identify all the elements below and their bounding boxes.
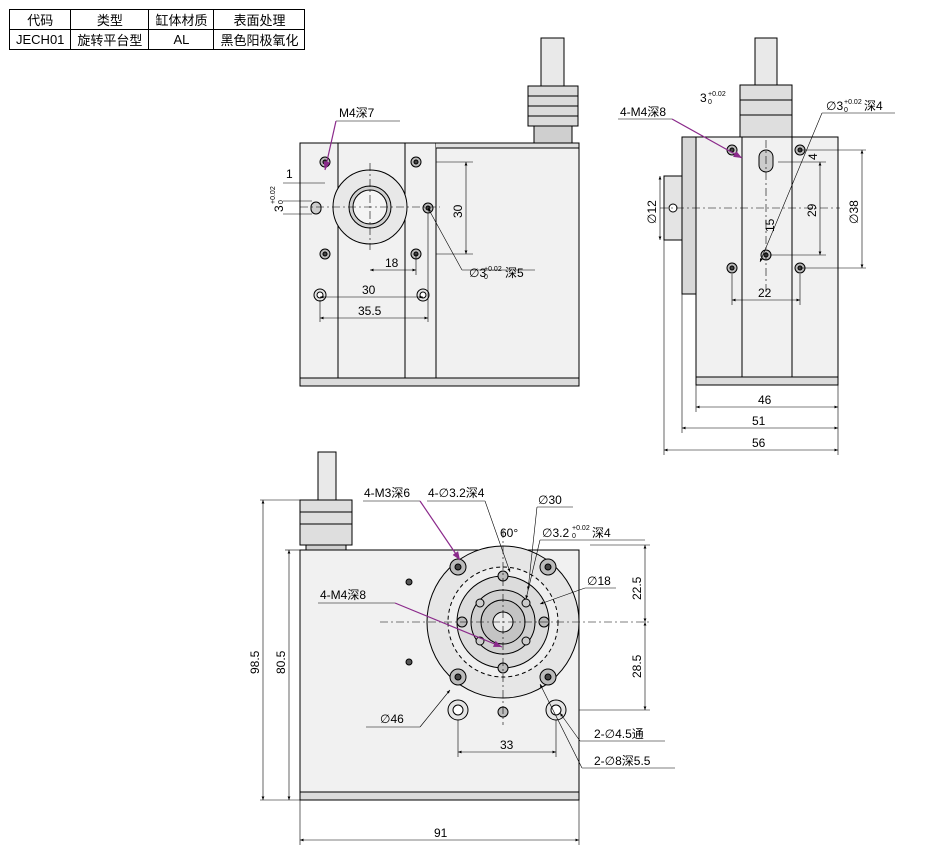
front-view-labels: M4深7 1 3 +0.02 0 30 18 ∅3 +0.02 0 深5 30 … — [270, 106, 524, 318]
cell-surface: 黑色阳极氧化 — [213, 29, 306, 50]
front-pin-hole-note: ∅3 — [469, 266, 486, 280]
front-pin-hole-tol-zero: 0 — [484, 274, 488, 281]
spec-table-row: JECH01 旋转平台型 AL 黑色阳极氧化 — [8, 29, 306, 50]
side-pin-top: 3 — [700, 91, 707, 105]
side-dim-29: 29 — [805, 203, 819, 217]
top-dim-91: 91 — [434, 826, 448, 840]
front-pin-hole-tol-plus: +0.02 — [484, 266, 502, 273]
top-cbore: 2-∅8深5.5 — [594, 754, 651, 768]
front-base-strip — [299, 377, 580, 387]
side-dim-51: 51 — [752, 414, 766, 428]
side-dim-dia12: ∅12 — [645, 200, 659, 224]
side-pin-right: ∅3 — [826, 99, 843, 113]
top-dim-80-5: 80.5 — [274, 650, 288, 674]
side-view — [618, 37, 895, 455]
side-pin-right-depth: 深4 — [864, 99, 883, 113]
top-dim-98-5: 98.5 — [248, 650, 262, 674]
top-through-hole: 2-∅4.5通 — [594, 727, 644, 741]
side-dim-46: 46 — [758, 393, 772, 407]
front-dim-30-horizontal: 30 — [362, 283, 376, 297]
svg-text:3: 3 — [272, 205, 286, 212]
front-pin-hole-depth: 深5 — [505, 266, 524, 280]
front-dim-35-5: 35.5 — [358, 304, 382, 318]
top-dia30: ∅30 — [538, 493, 562, 507]
side-m4-note: 4-M4深8 — [620, 105, 666, 119]
side-view-labels: 4-M4深8 3 +0.02 0 ∅3 +0.02 0 深4 ∅12 15 29… — [620, 91, 883, 450]
front-dim-30-vertical: 30 — [451, 204, 465, 218]
front-dim-1: 1 — [286, 167, 293, 181]
top-m3-note: 4-M3深6 — [364, 486, 410, 500]
side-flange — [681, 136, 697, 295]
top-dim-33: 33 — [500, 738, 514, 752]
side-dim-4: 4 — [806, 153, 820, 160]
side-dim-22: 22 — [758, 286, 772, 300]
top-dim-28-5: 28.5 — [630, 654, 644, 678]
top-pin32-depth: 深4 — [592, 526, 611, 540]
top-dim-22-5: 22.5 — [630, 576, 644, 600]
top-angle60: 60° — [500, 526, 518, 540]
top-pin32-tol-plus: +0.02 — [572, 525, 590, 532]
top-m4-note: 4-M4深8 — [320, 588, 366, 602]
top-dia46: ∅46 — [380, 712, 404, 726]
side-pin-right-zero: 0 — [844, 107, 848, 114]
side-cable — [754, 37, 778, 86]
front-dim-18: 18 — [385, 256, 399, 270]
side-dim-56: 56 — [752, 436, 766, 450]
front-pin-label: 3 +0.02 0 — [270, 186, 286, 212]
side-pin-top-zero: 0 — [708, 99, 712, 106]
top-view — [260, 451, 675, 845]
top-view-labels: 4-M3深6 4-∅3.2深4 ∅30 60° ∅3.2 +0.02 0 深4 … — [248, 486, 651, 840]
top-dia18: ∅18 — [587, 574, 611, 588]
cell-type: 旋转平台型 — [70, 29, 150, 50]
side-dim-15: 15 — [763, 218, 777, 232]
top-cable — [317, 451, 337, 501]
spec-table-header-row: 代码 类型 缸体材质 表面处理 — [8, 9, 306, 30]
cell-code: JECH01 — [8, 29, 72, 50]
side-dim-dia38: ∅38 — [847, 200, 861, 224]
front-view — [283, 37, 580, 387]
top-hole32-note: 4-∅3.2深4 — [428, 486, 485, 500]
spec-table: 代码 类型 缸体材质 表面处理 JECH01 旋转平台型 AL 黑色阳极氧化 — [8, 9, 306, 50]
svg-text:+0.02: +0.02 — [270, 186, 277, 204]
side-pin-right-tol: +0.02 — [844, 99, 862, 106]
side-fitting — [739, 84, 793, 138]
top-pin32-tol-zero: 0 — [572, 533, 576, 540]
top-pin32: ∅3.2 — [542, 526, 569, 540]
front-m4-depth-label: M4深7 — [339, 106, 375, 120]
side-pin-top-tol: +0.02 — [708, 91, 726, 98]
front-cable — [540, 37, 565, 87]
front-body — [299, 142, 580, 384]
cell-material: AL — [148, 29, 215, 50]
svg-text:0: 0 — [278, 200, 285, 204]
